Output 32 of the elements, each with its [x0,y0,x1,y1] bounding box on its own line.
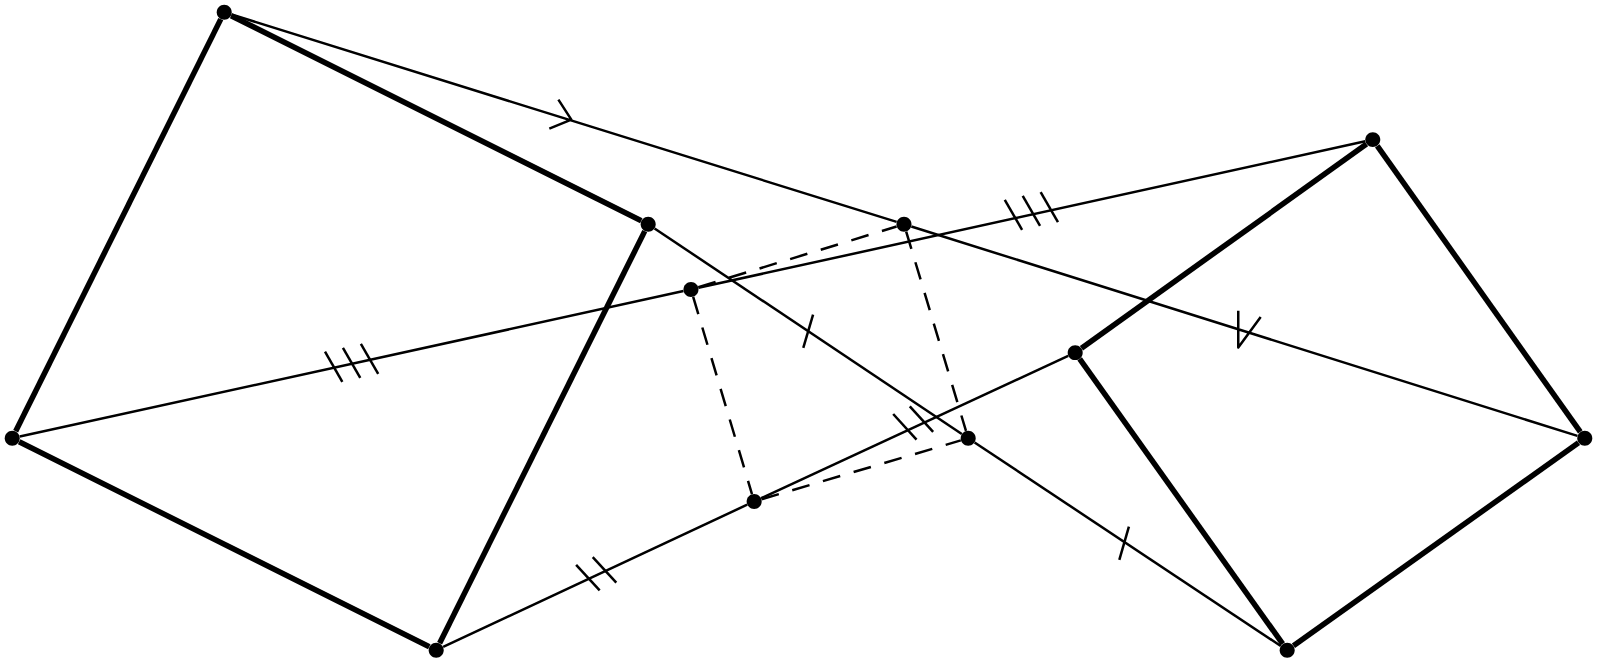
line-segment [653,227,963,435]
arrow [230,13,898,223]
line-segment [1079,141,1369,351]
point-dot [1279,642,1295,658]
line-segment [1291,440,1581,648]
point-dot [683,281,699,297]
point-dot [1365,131,1381,147]
line-segment [19,289,684,438]
dashed-line [761,439,962,501]
line-segment [437,229,648,645]
point-dot [746,493,762,509]
line-segment [910,225,1579,437]
line-segment [698,139,1366,289]
line-segment [442,503,748,648]
point-dot [4,430,20,446]
line-segment [229,13,643,223]
line-segment [760,354,1069,500]
point-dot [640,216,656,232]
line-segment [17,439,431,649]
dashed-line [905,231,968,431]
line-segment [1375,144,1583,434]
point-dot [216,4,232,20]
line-segment [1077,357,1285,646]
dashed-line [697,225,897,289]
dashed-line [692,296,754,495]
point-dot [896,216,912,232]
point-dot [1577,430,1593,446]
line-segment [973,441,1282,647]
line-segment [13,17,224,433]
point-dot [428,642,444,658]
point-dot [960,430,976,446]
point-dot [1067,344,1083,360]
